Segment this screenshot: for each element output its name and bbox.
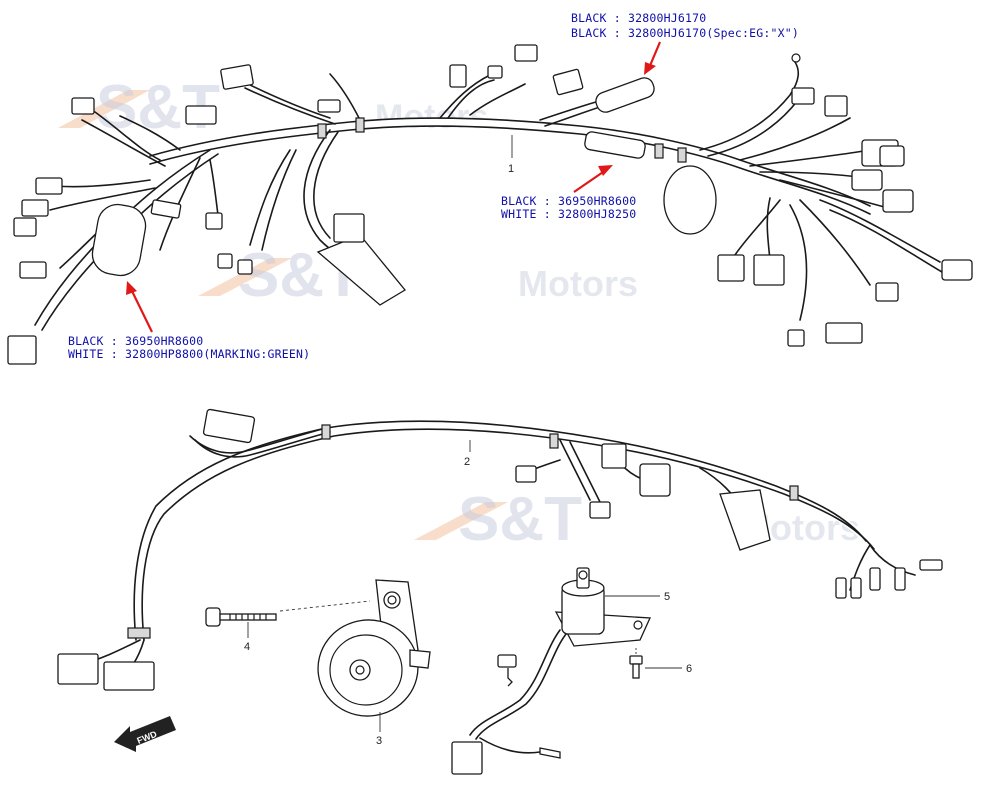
watermark-brand-2: Motors <box>518 263 638 304</box>
note-bottom-left-line-2: WHITE : 32800HP8800(MARKING:GREEN) <box>68 347 310 361</box>
watermark-logo-3: S&T <box>458 485 582 554</box>
callout-3: 3 <box>376 735 382 747</box>
red-arrow-icon <box>573 165 613 193</box>
fwd-arrow-icon: FWD <box>114 716 176 752</box>
horn[interactable] <box>312 579 431 722</box>
callout-2: 2 <box>464 456 470 468</box>
watermark-bottom: S&T Motors <box>414 485 860 554</box>
watermark-middle: S&T Motors <box>198 241 638 310</box>
wire-harness-2[interactable] <box>57 408 943 691</box>
callout-5: 5 <box>664 591 670 603</box>
note-middle-right-line-2: WHITE : 32800HJ8250 <box>501 207 636 221</box>
watermark-brand-1: Motors <box>375 98 488 136</box>
note-middle-right-line-1: BLACK : 36950HR8600 <box>501 194 636 208</box>
screw[interactable] <box>629 648 643 679</box>
wire-harness-1[interactable] <box>7 44 973 365</box>
note-middle-right: BLACK : 36950HR8600 WHITE : 32800HJ8250 <box>501 194 636 221</box>
note-bottom-left-line-1: BLACK : 36950HR8600 <box>68 334 203 348</box>
watermark-top: S&T Motors <box>58 73 488 142</box>
callout-6: 6 <box>686 663 692 675</box>
note-bottom-left: BLACK : 36950HR8600 WHITE : 32800HP8800(… <box>68 334 310 361</box>
callout-4: 4 <box>244 641 250 653</box>
red-arrow-icon <box>126 281 153 333</box>
red-arrow-icon <box>644 41 662 75</box>
ignition-switch[interactable] <box>451 567 651 775</box>
note-top-right-line-1: BLACK : 32800HJ6170 <box>571 11 706 25</box>
callout-1: 1 <box>508 163 514 175</box>
note-top-right-line-2: BLACK : 32800HJ6170(Spec:EG:"X") <box>571 26 799 40</box>
bolt[interactable] <box>205 600 371 627</box>
note-top-right: BLACK : 32800HJ6170 BLACK : 32800HJ6170(… <box>571 11 799 40</box>
